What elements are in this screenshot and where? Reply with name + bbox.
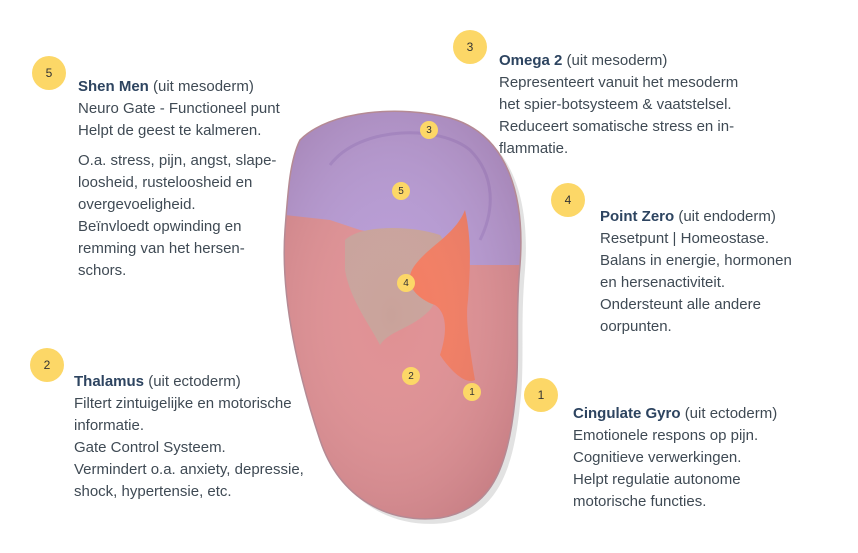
thalamus-line: Filtert zintuigelijke en motorische [74, 395, 292, 412]
thalamus-heading: Thalamus (uit ectoderm) [74, 371, 354, 393]
omega2-line: Representeert vanuit het mesoderm [499, 74, 739, 91]
thalamus-title: Thalamus [74, 373, 145, 390]
point-zero-heading: Point Zero (uit endoderm) [600, 206, 840, 228]
cingulate-line: Cognitieve verwerkingen. [573, 449, 742, 466]
shen-men-description: Shen Men (uit mesoderm) Neuro Gate - Fun… [78, 76, 318, 282]
thalamus-line: Gate Control Systeem. [74, 439, 226, 456]
thalamus-line: Vermindert o.a. anxiety, depressie, [74, 461, 304, 478]
shen-men-line: Neuro Gate - Functioneel punt [78, 100, 280, 117]
cingulate-title: Cingulate Gyro [573, 405, 681, 422]
badge-shen-men: 5 [32, 56, 66, 90]
shen-men-line: O.a. stress, pijn, angst, slape- [78, 152, 277, 169]
point-zero-description: Point Zero (uit endoderm) Resetpunt | Ho… [600, 206, 840, 338]
cingulate-line: Emotionele respons op pijn. [573, 427, 759, 444]
cingulate-description: Cingulate Gyro (uit ectoderm) Emotionele… [573, 403, 853, 513]
omega2-heading: Omega 2 (uit mesoderm) [499, 50, 799, 72]
point-zero-title: Point Zero [600, 208, 675, 225]
badge-omega2: 3 [453, 30, 487, 64]
omega2-title: Omega 2 [499, 52, 563, 69]
cingulate-origin: (uit ectoderm) [684, 405, 778, 422]
point-zero-line: Balans in energie, hormonen [600, 252, 792, 269]
badge-cingulate: 1 [524, 378, 558, 412]
shen-men-heading: Shen Men (uit mesoderm) [78, 76, 318, 98]
omega2-line: het spier-botsysteem & vaatstelsel. [499, 96, 732, 113]
point-zero-line: Resetpunt | Homeostase. [600, 230, 769, 247]
ear-point-omega2: 3 [420, 121, 438, 139]
thalamus-line: informatie. [74, 417, 145, 434]
shen-men-line: Beïnvloedt opwinding en [78, 218, 242, 235]
shen-men-line: loosheid, rusteloosheid en [78, 174, 253, 191]
shen-men-title: Shen Men [78, 78, 149, 95]
ear-point-shen-men: 5 [392, 182, 410, 200]
shen-men-line: Helpt de geest te kalmeren. [78, 122, 262, 139]
cingulate-heading: Cingulate Gyro (uit ectoderm) [573, 403, 853, 425]
point-zero-line: Ondersteunt alle andere [600, 296, 761, 313]
shen-men-line: schors. [78, 262, 127, 279]
shen-men-line: overgevoeligheid. [78, 196, 196, 213]
shen-men-origin: (uit mesoderm) [153, 78, 254, 95]
ear-point-thalamus: 2 [402, 367, 420, 385]
omega2-origin: (uit mesoderm) [566, 52, 668, 69]
point-zero-origin: (uit endoderm) [678, 208, 776, 225]
omega2-description: Omega 2 (uit mesoderm) Representeert van… [499, 50, 799, 160]
thalamus-line: shock, hypertensie, etc. [74, 483, 232, 500]
badge-point-zero: 4 [551, 183, 585, 217]
thalamus-description: Thalamus (uit ectoderm) Filtert zintuige… [74, 371, 354, 503]
point-zero-line: oorpunten. [600, 318, 672, 335]
omega2-line: Reduceert somatische stress en in- [499, 118, 735, 135]
ear-point-cingulate: 1 [463, 383, 481, 401]
point-zero-line: en hersenactiviteit. [600, 274, 726, 291]
badge-thalamus: 2 [30, 348, 64, 382]
ear-point-point-zero: 4 [397, 274, 415, 292]
omega2-line: flammatie. [499, 140, 569, 157]
cingulate-line: Helpt regulatie autonome [573, 471, 741, 488]
thalamus-origin: (uit ectoderm) [148, 373, 241, 390]
shen-men-line: remming van het hersen- [78, 240, 245, 257]
cingulate-line: motorische functies. [573, 493, 707, 510]
